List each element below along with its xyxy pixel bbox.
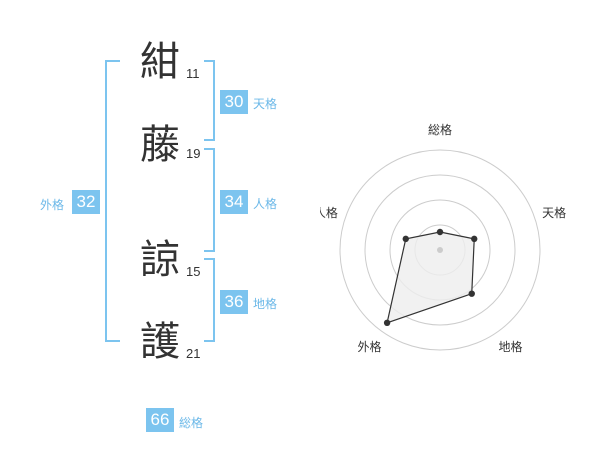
radar-point-5 [402, 235, 409, 243]
radar-point-4 [383, 319, 391, 327]
chikaku-score: 36 [220, 290, 248, 314]
gaikaku-score: 32 [72, 190, 100, 214]
radar-point-3 [468, 290, 475, 297]
stroke-count-3: 15 [186, 264, 201, 279]
radar-axis-label: 外格 [357, 339, 381, 354]
stroke-count-4: 21 [186, 346, 201, 361]
radar-series-area [386, 231, 475, 324]
name-char-2: 藤 [140, 122, 180, 168]
tenkaku-label: 天格 [253, 97, 278, 111]
name-char-1: 紺 [140, 39, 180, 85]
stroke-count-2: 19 [186, 146, 201, 161]
tenkaku-score: 30 [220, 90, 248, 114]
radar-ring [339, 149, 541, 351]
radar-point-2 [471, 235, 478, 243]
soukaku-score: 66 [146, 408, 174, 432]
name-char-3: 諒 [140, 237, 180, 283]
chikaku-bracket [204, 258, 215, 342]
radar-center [437, 247, 443, 253]
soukaku-label: 総格 [179, 416, 204, 430]
radar-axis-label: 天格 [542, 205, 566, 220]
radar-axis-label: 総格 [428, 122, 452, 137]
radar-axis-label: 人格 [320, 205, 338, 220]
name-char-4: 護 [140, 319, 180, 365]
jinkaku-label: 人格 [253, 197, 278, 211]
stroke-count-1: 11 [186, 66, 200, 81]
gaikaku-label: 外格 [40, 198, 65, 212]
radar-axis-label: 地格 [499, 339, 523, 354]
radar-point-1 [436, 228, 444, 236]
chikaku-label: 地格 [253, 297, 278, 311]
jinkaku-score: 34 [220, 190, 248, 214]
gaikaku-bracket [105, 60, 120, 342]
radar-ring [364, 174, 516, 326]
tenkaku-bracket [204, 60, 215, 141]
jinkaku-bracket [204, 148, 215, 252]
